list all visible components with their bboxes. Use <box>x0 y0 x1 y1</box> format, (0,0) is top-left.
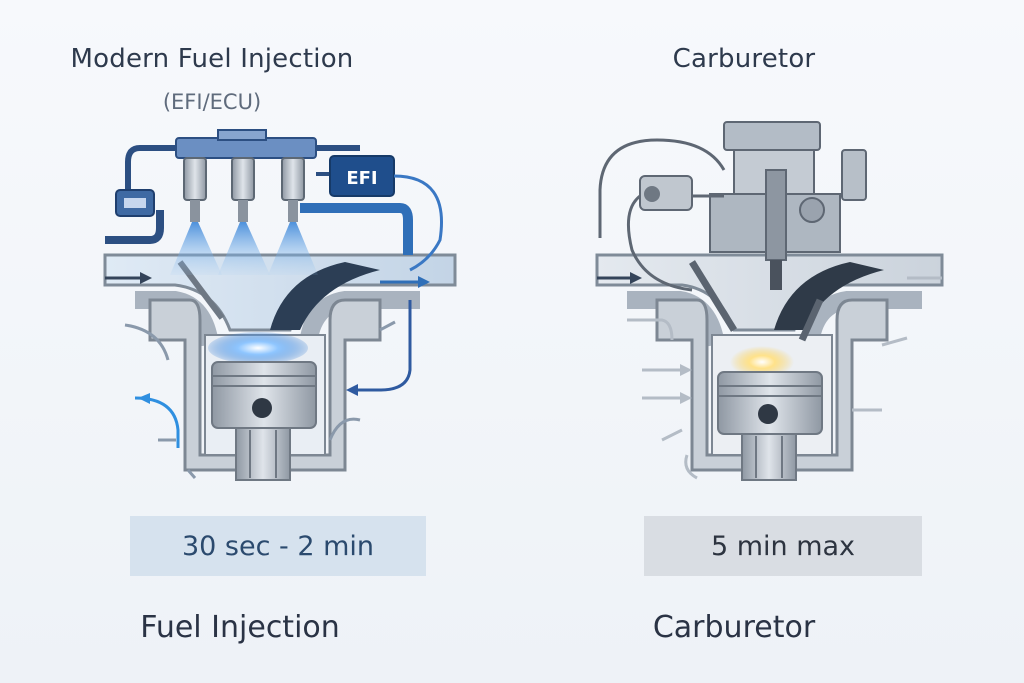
carb-panel: Carburetor <box>512 0 1024 683</box>
carb-airflow-arrows <box>597 272 942 480</box>
injector-2 <box>231 157 255 222</box>
carb-caption: Carburetor <box>652 610 816 645</box>
fuel-rail <box>105 129 413 255</box>
efi-title: Modern Fuel Injection <box>70 44 354 74</box>
efi-subtitle: (EFI/ECU) <box>162 90 262 114</box>
fuel-spray-2 <box>218 222 270 275</box>
carb-time-box: 5 min max <box>644 516 922 576</box>
combustion-flame-icon <box>208 332 308 364</box>
efi-caption: Fuel Injection <box>140 610 340 645</box>
injector-1 <box>183 157 207 222</box>
airflow-arrows <box>105 272 430 479</box>
injector-3 <box>281 157 305 222</box>
efi-module: EFI <box>316 155 443 272</box>
efi-time-box: 30 sec - 2 min <box>130 516 426 576</box>
fuel-spray-1 <box>170 222 222 275</box>
carb-piston <box>717 371 823 481</box>
carb-ignition-glow-icon <box>730 346 794 378</box>
intake-valve <box>270 262 380 330</box>
carb-fuel-lines <box>598 138 726 292</box>
fuel-pressure-regulator <box>115 189 155 217</box>
fuel-spray-3 <box>268 222 318 275</box>
carb-title: Carburetor <box>672 44 816 74</box>
carburetor-body <box>709 121 867 290</box>
piston <box>211 361 317 481</box>
carb-engine-diagram <box>595 121 944 481</box>
efi-panel: Modern Fuel Injection (EFI/ECU) <box>70 44 457 645</box>
carb-valves <box>689 260 884 342</box>
carb-intake-port <box>595 253 944 347</box>
efi-module-label: EFI <box>346 168 377 189</box>
efi-engine-diagram: EFI <box>103 129 457 481</box>
